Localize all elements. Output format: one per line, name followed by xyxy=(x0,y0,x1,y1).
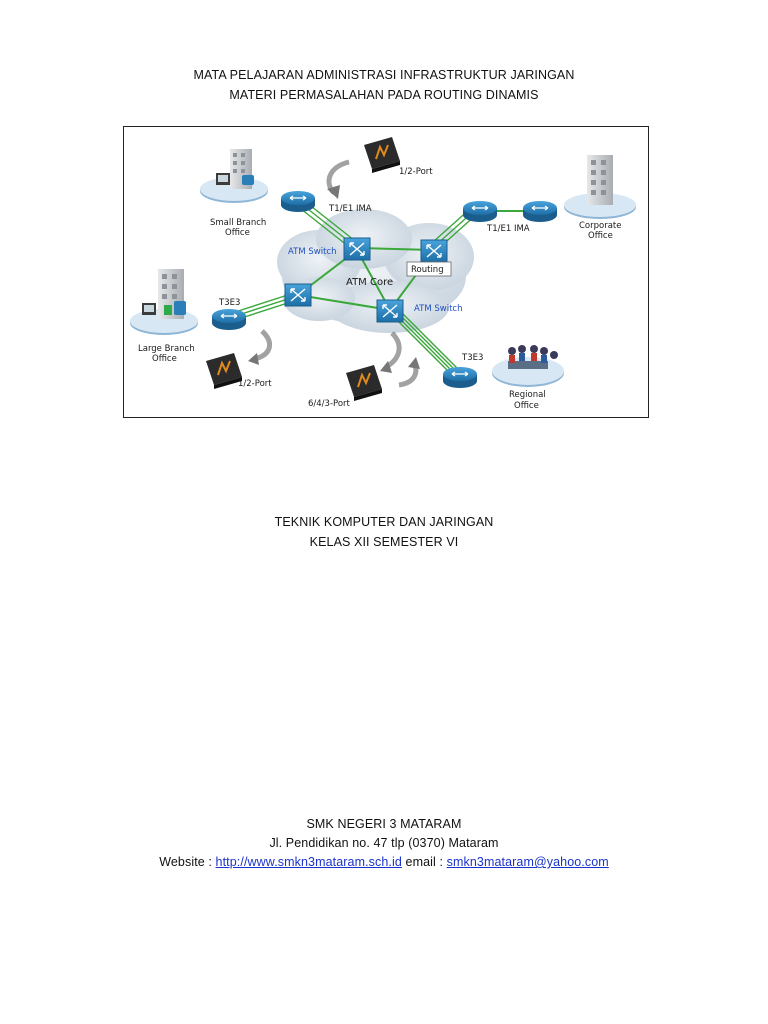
port-module-left-icon xyxy=(206,353,242,389)
t3e3-right-label: T3E3 xyxy=(461,353,483,363)
corporate-label-1: Corporate xyxy=(579,221,622,231)
small-branch-office xyxy=(200,149,268,203)
atm-switch-routing xyxy=(420,239,448,263)
regional-label-1: Regional xyxy=(509,390,546,400)
router-corporate-left xyxy=(463,201,497,222)
atm-core-label: ATM Core xyxy=(346,277,393,288)
atm-switch-right xyxy=(376,299,404,323)
atm-switch-right-label: ATM Switch xyxy=(414,304,463,314)
curved-arrow-top-icon xyxy=(326,159,350,199)
atm-switch-left xyxy=(343,237,371,261)
small-branch-label-1: Small Branch xyxy=(210,218,266,228)
class-semester: KELAS XII SEMESTER VI xyxy=(309,535,459,549)
regional-office xyxy=(492,345,564,387)
link-regional-atm xyxy=(389,312,463,374)
routing-callout xyxy=(406,261,452,277)
small-branch-label-2: Office xyxy=(225,228,250,238)
large-branch-label-1: Large Branch xyxy=(138,344,195,354)
school-address: Jl. Pendidikan no. 47 tlp (0370) Mataram xyxy=(269,836,499,850)
regional-label-2: Office xyxy=(514,401,539,411)
curved-arrow-regional-icon xyxy=(380,331,402,373)
curved-arrow-bottom-icon xyxy=(398,357,420,388)
t1e1-right-label: T1/E1 IMA xyxy=(486,224,530,234)
port-left-label: 1/2-Port xyxy=(238,379,272,389)
port-bottom-label: 6/4/3-Port xyxy=(308,399,351,409)
atm-switch-west xyxy=(284,283,312,307)
atm-switch-left-label: ATM Switch xyxy=(288,247,337,257)
port-module-bottom-icon xyxy=(346,365,382,401)
corporate-label-2: Office xyxy=(588,231,613,241)
curved-arrow-left-icon xyxy=(248,329,272,365)
corporate-office xyxy=(564,155,636,219)
school-name: SMK NEGERI 3 MATARAM xyxy=(306,817,462,831)
router-large-branch xyxy=(212,309,246,330)
router-regional xyxy=(443,367,477,388)
router-small-branch xyxy=(281,191,315,212)
contact-line: Website : http://www.smkn3mataram.sch.id… xyxy=(0,855,768,869)
large-branch-label-2: Office xyxy=(152,354,177,364)
router-corporate-right xyxy=(523,201,557,222)
email-label: email : xyxy=(401,855,447,869)
website-link[interactable]: http://www.smkn3mataram.sch.id xyxy=(215,855,402,869)
document-subtitle: MATERI PERMASALAHAN PADA ROUTING DINAMIS xyxy=(229,88,539,102)
website-label: Website : xyxy=(159,855,216,869)
t3e3-left-label: T3E3 xyxy=(218,298,240,308)
port-top-label: 1/2-Port xyxy=(399,167,433,177)
network-diagram-svg: 1/2-Port T1/E1 IMA Small Branch Office A… xyxy=(130,137,636,411)
large-branch-office xyxy=(130,269,198,335)
network-diagram: 1/2-Port T1/E1 IMA Small Branch Office A… xyxy=(123,126,649,418)
t1e1-left-label: T1/E1 IMA xyxy=(328,204,372,214)
email-link[interactable]: smkn3mataram@yahoo.com xyxy=(446,855,609,869)
document-title: MATA PELAJARAN ADMINISTRASI INFRASTRUKTU… xyxy=(193,68,575,82)
port-module-top-icon xyxy=(364,137,400,173)
routing-label: Routing xyxy=(411,265,444,275)
program-name: TEKNIK KOMPUTER DAN JARINGAN xyxy=(274,515,494,529)
